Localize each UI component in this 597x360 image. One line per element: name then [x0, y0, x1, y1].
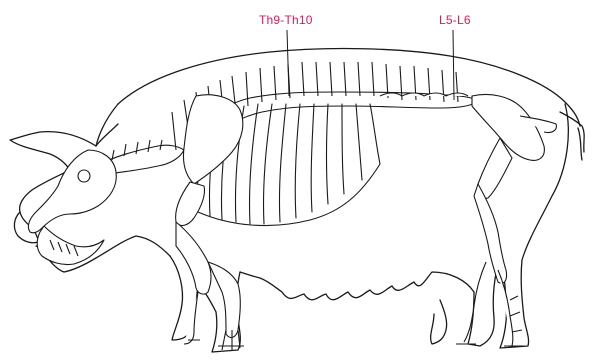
annotation-label-thoracic: Th9-Th10 — [259, 13, 313, 27]
hindleg-skeleton — [456, 95, 556, 347]
skull — [28, 150, 116, 265]
pointer-line-thoracic — [287, 30, 289, 96]
pointer-line-lumbar — [453, 30, 454, 100]
annotation-label-lumbar: L5-L6 — [439, 13, 471, 27]
